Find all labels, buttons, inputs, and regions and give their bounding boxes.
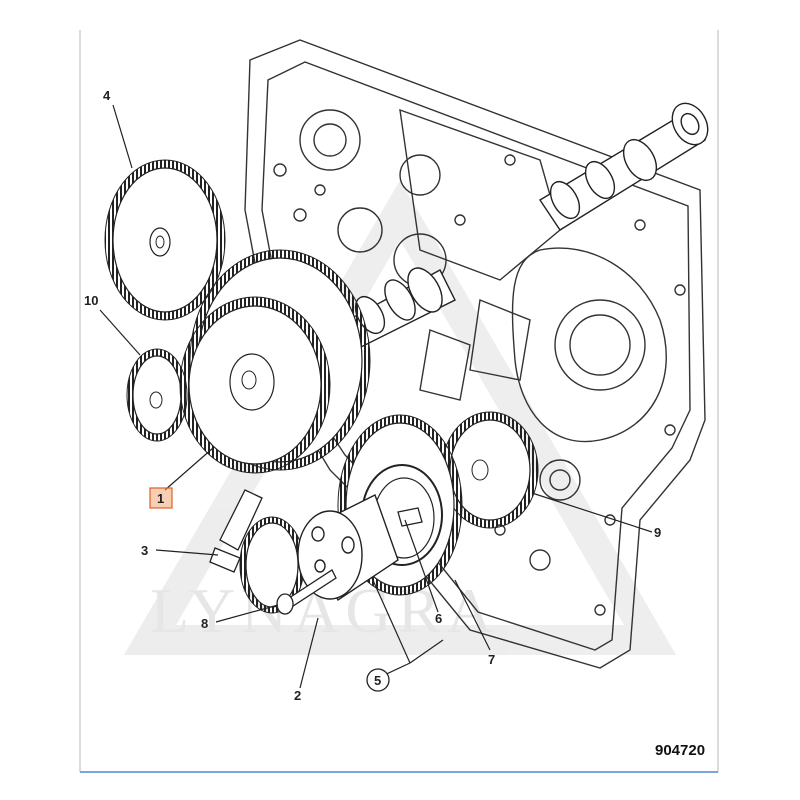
bolt-8 [276,569,337,615]
callout-4-label: 4 [103,88,111,103]
pipe-3 [209,489,263,573]
upper-camshaft [539,102,709,231]
callout-8-label: 8 [201,616,208,631]
gear-10 [126,348,188,442]
gear-2 [239,516,305,614]
callout-10-label: 10 [84,293,98,308]
callout-5-label: 5 [374,673,381,688]
gear-1 [179,296,331,474]
callout-6-label: 6 [435,611,442,626]
gear-4 [104,159,226,321]
callout-5: 5 [366,668,390,692]
callout-1-highlight [149,487,173,509]
callout-2-label: 2 [294,688,301,703]
callout-1: 1 [149,487,173,509]
callout-3-label: 3 [141,543,148,558]
callout-1-label: 1 [157,491,164,506]
callout-9-label: 9 [654,525,661,540]
figure-number: 904720 [655,742,705,759]
pin-6 [397,507,423,527]
timing-cover-housing [244,39,706,669]
gear-9 [441,411,539,529]
callout-7-label: 7 [488,652,495,667]
